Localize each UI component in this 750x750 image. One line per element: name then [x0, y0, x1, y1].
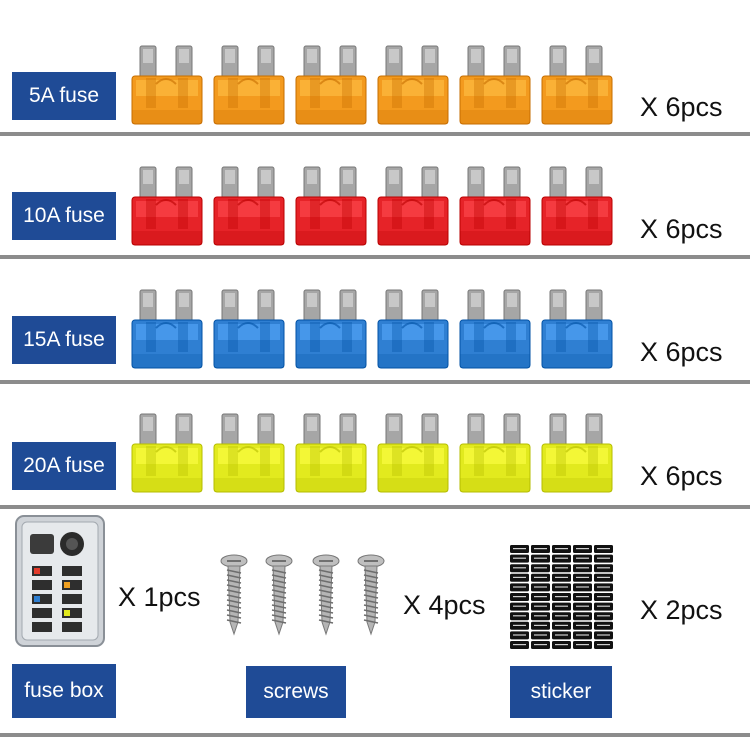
fuse-10a-fuse-4	[377, 166, 449, 246]
fuse-15a-fuse-6	[541, 289, 613, 369]
label-5a-fuse: 5A fuse	[12, 72, 116, 120]
fuse-10a-fuse-3	[295, 166, 367, 246]
fuse-row-10a	[130, 165, 614, 247]
divider-4	[0, 505, 750, 509]
divider-bottom	[0, 733, 750, 737]
fuse-5a-fuse-2	[213, 45, 285, 125]
qty-fuse-box: X 1pcs	[118, 582, 201, 612]
fuse-5a-fuse-6	[541, 45, 613, 125]
qty-5a-fuse: X 6pcs	[640, 92, 723, 122]
sticker-sheet-image	[509, 544, 615, 652]
qty-15a-fuse: X 6pcs	[640, 337, 723, 367]
fuse-5a-fuse-4	[377, 45, 449, 125]
screw-2	[265, 554, 293, 636]
fuse-15a-fuse-3	[295, 289, 367, 369]
label-20a-fuse: 20A fuse	[12, 442, 116, 490]
divider-1	[0, 132, 750, 136]
fuse-20a-fuse-1	[131, 413, 203, 493]
label-15a-fuse: 15A fuse	[12, 316, 116, 364]
qty-sticker: X 2pcs	[640, 595, 723, 625]
fuse-15a-fuse-1	[131, 289, 203, 369]
fuse-10a-fuse-5	[459, 166, 531, 246]
fuse-box-image	[15, 515, 105, 647]
divider-3	[0, 380, 750, 384]
fuse-5a-fuse-3	[295, 45, 367, 125]
fuse-row-5a	[130, 44, 614, 126]
fuse-5a-fuse-1	[131, 45, 203, 125]
fuse-row-15a	[130, 288, 614, 370]
fuse-15a-fuse-2	[213, 289, 285, 369]
screw-1	[220, 554, 248, 636]
label-fuse-box: fuse box	[12, 664, 116, 718]
label-screws: screws	[246, 666, 346, 718]
fuse-20a-fuse-6	[541, 413, 613, 493]
qty-screws: X 4pcs	[403, 590, 486, 620]
fuse-10a-fuse-6	[541, 166, 613, 246]
label-sticker: sticker	[510, 666, 612, 718]
fuse-15a-fuse-4	[377, 289, 449, 369]
fuse-5a-fuse-5	[459, 45, 531, 125]
fuse-20a-fuse-4	[377, 413, 449, 493]
screw-3	[312, 554, 340, 636]
fuse-10a-fuse-1	[131, 166, 203, 246]
screw-4	[357, 554, 385, 636]
fuse-row-20a	[130, 412, 614, 494]
fuse-20a-fuse-2	[213, 413, 285, 493]
fuse-15a-fuse-5	[459, 289, 531, 369]
qty-20a-fuse: X 6pcs	[640, 461, 723, 491]
fuse-10a-fuse-2	[213, 166, 285, 246]
divider-2	[0, 255, 750, 259]
qty-10a-fuse: X 6pcs	[640, 214, 723, 244]
fuse-20a-fuse-5	[459, 413, 531, 493]
label-10a-fuse: 10A fuse	[12, 192, 116, 240]
fuse-20a-fuse-3	[295, 413, 367, 493]
